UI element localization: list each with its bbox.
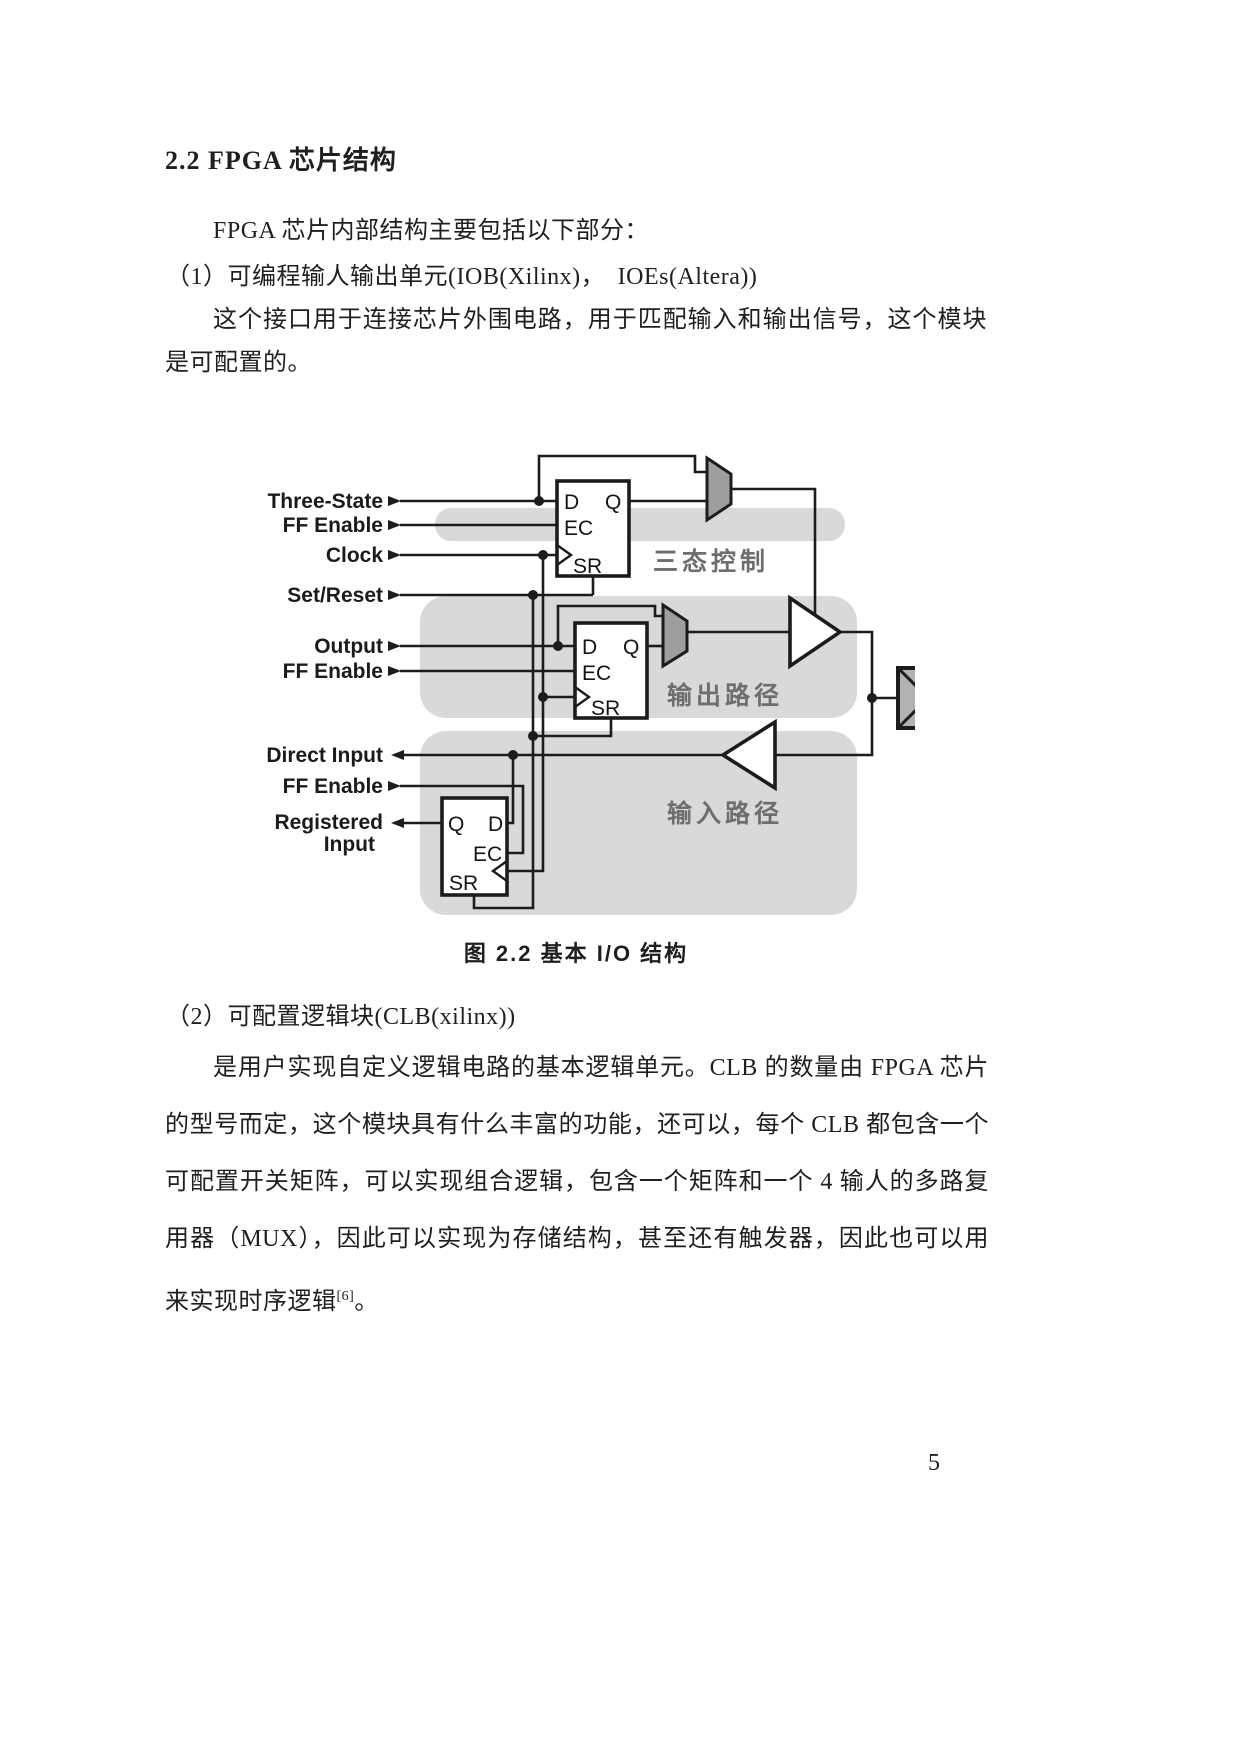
output-buffer-icon — [788, 594, 844, 670]
label-clock: Clock — [326, 544, 384, 567]
wires — [400, 454, 898, 910]
label-output: Output — [314, 635, 383, 658]
list-item-2: （2）可配置逻辑块(CLB(xilinx)) — [166, 1004, 516, 1030]
tristate-band — [435, 508, 845, 541]
paragraph-2-end: 。 — [354, 1289, 379, 1315]
ff-ec-label: EC — [564, 517, 593, 540]
label-three-state: Three-State — [267, 490, 383, 513]
paragraph-1: 这个接口用于连接芯片外围电路，用于匹配输入和输出信号，这个模块是可配置的。 — [165, 307, 987, 376]
paragraph-2-text: 是用户实现自定义逻辑电路的基本逻辑单元。CLB 的数量由 FPGA 芯片的型号而… — [165, 1055, 989, 1315]
arrow-left-icon — [391, 750, 404, 760]
input-buffer-icon — [719, 718, 777, 792]
ff-q-label: Q — [605, 491, 621, 514]
clock-wedge-icon — [556, 544, 574, 566]
intro-line: FPGA 芯片内部结构主要包括以下部分： — [213, 218, 650, 244]
figure-io-structure: D Q EC SR D Q EC SR Q D EC SR — [266, 454, 915, 915]
ff-d-label: D — [564, 491, 579, 514]
arrow-right-icon — [388, 520, 401, 530]
arrow-right-icon — [388, 641, 401, 651]
section-heading: 2.2 FPGA 芯片结构 — [165, 146, 397, 175]
io-pad-icon — [896, 666, 915, 730]
ff-sr-label: SR — [573, 555, 602, 578]
ff-q-label: Q — [623, 636, 639, 659]
label-ff-enable-1: FF Enable — [283, 514, 383, 537]
label-input-path: 输入路径 — [667, 799, 783, 828]
label-direct-input: Direct Input — [266, 744, 383, 767]
input-path-region — [420, 731, 857, 915]
arrow-left-icon — [391, 818, 404, 828]
label-registered-1: Registered — [274, 811, 383, 834]
label-tristate-control: 三态控制 — [653, 548, 769, 576]
junction-dots — [508, 496, 877, 760]
arrow-right-icon — [388, 550, 401, 560]
flipflop-tristate: D Q EC SR — [555, 479, 631, 578]
ff-q-label: Q — [448, 813, 464, 836]
label-ff-enable-3: FF Enable — [283, 775, 383, 798]
mux-output-icon — [661, 602, 689, 669]
arrow-right-icon — [388, 666, 401, 676]
paragraph-2: 是用户实现自定义逻辑电路的基本逻辑单元。CLB 的数量由 FPGA 芯片的型号而… — [165, 1040, 989, 1331]
figure-caption: 图 2.2 基本 I/O 结构 — [463, 941, 689, 966]
label-output-path: 输出路径 — [667, 681, 783, 710]
clock-wedge-icon — [490, 860, 508, 882]
ff-sr-label: SR — [591, 697, 620, 720]
signal-arrows — [388, 496, 404, 828]
ff-ec-label: EC — [582, 662, 611, 685]
flipflop-output: D Q EC SR — [573, 621, 649, 720]
clock-wedge-icon — [574, 686, 592, 708]
label-registered-2: Input — [324, 833, 375, 856]
list-item-1: （1）可编程输人输出单元(IOB(Xilinx)， IOEs(Altera)) — [166, 264, 758, 290]
mux-tristate-icon — [705, 455, 733, 523]
ff-ec-label: EC — [473, 843, 502, 866]
citation-6: [6] — [336, 1289, 355, 1304]
ff-d-label: D — [582, 636, 597, 659]
label-ff-enable-2: FF Enable — [283, 660, 383, 683]
ff-sr-label: SR — [449, 872, 478, 895]
label-set-reset: Set/Reset — [287, 584, 383, 607]
ff-d-label: D — [488, 813, 503, 836]
flipflop-input: Q D EC SR — [440, 796, 509, 897]
arrow-right-icon — [388, 496, 401, 506]
arrow-right-icon — [388, 781, 401, 791]
arrow-right-icon — [388, 590, 401, 600]
page-number: 5 — [928, 1450, 940, 1476]
signal-labels: Three-State FF Enable Clock Set/Reset Ou… — [266, 490, 383, 856]
